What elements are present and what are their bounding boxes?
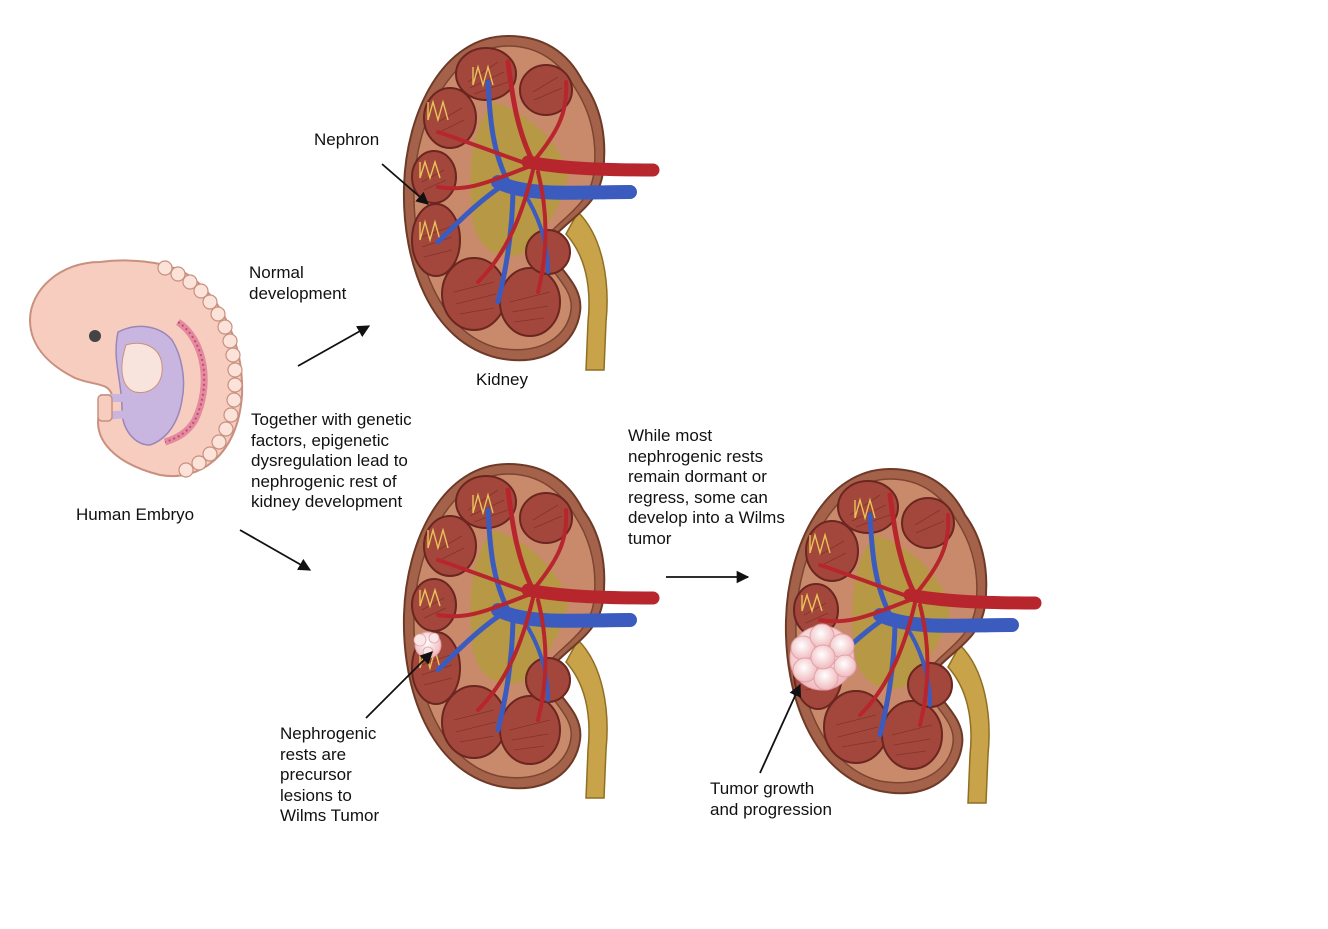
arrow-tumor-growth-pointer [759, 683, 802, 774]
embryo-eye-icon [89, 330, 101, 342]
arrow-to-nephrogenic-rest [239, 529, 312, 571]
arrow-nephron [381, 163, 429, 205]
label-normal-development: Normal development [249, 263, 347, 303]
nephrogenic-rest-lesion [413, 631, 442, 659]
label-kidney: Kidney [476, 370, 528, 389]
human-embryo-illustration [28, 259, 244, 478]
label-dormant-or-regress: While most nephrogenic rests remain dorm… [628, 426, 785, 548]
label-nephron: Nephron [314, 130, 380, 149]
arrow-nephrogenic-rest-pointer [365, 651, 433, 719]
label-epigenetic-dysregulation: Together with genetic factors, epigeneti… [251, 410, 412, 511]
label-tumor-growth: Tumor growth and progression [710, 779, 832, 819]
kidney-wilms-tumor-illustration [786, 469, 1035, 803]
label-nephrogenic-rests: Nephrogenic rests are precursor lesions … [280, 724, 380, 825]
wilms-tumor-mass [789, 623, 857, 691]
arrow-normal-development [297, 325, 371, 367]
kidney-nephrogenic-rest-illustration [404, 464, 653, 798]
label-human-embryo: Human Embryo [76, 505, 195, 524]
kidney-normal-illustration [404, 36, 653, 370]
